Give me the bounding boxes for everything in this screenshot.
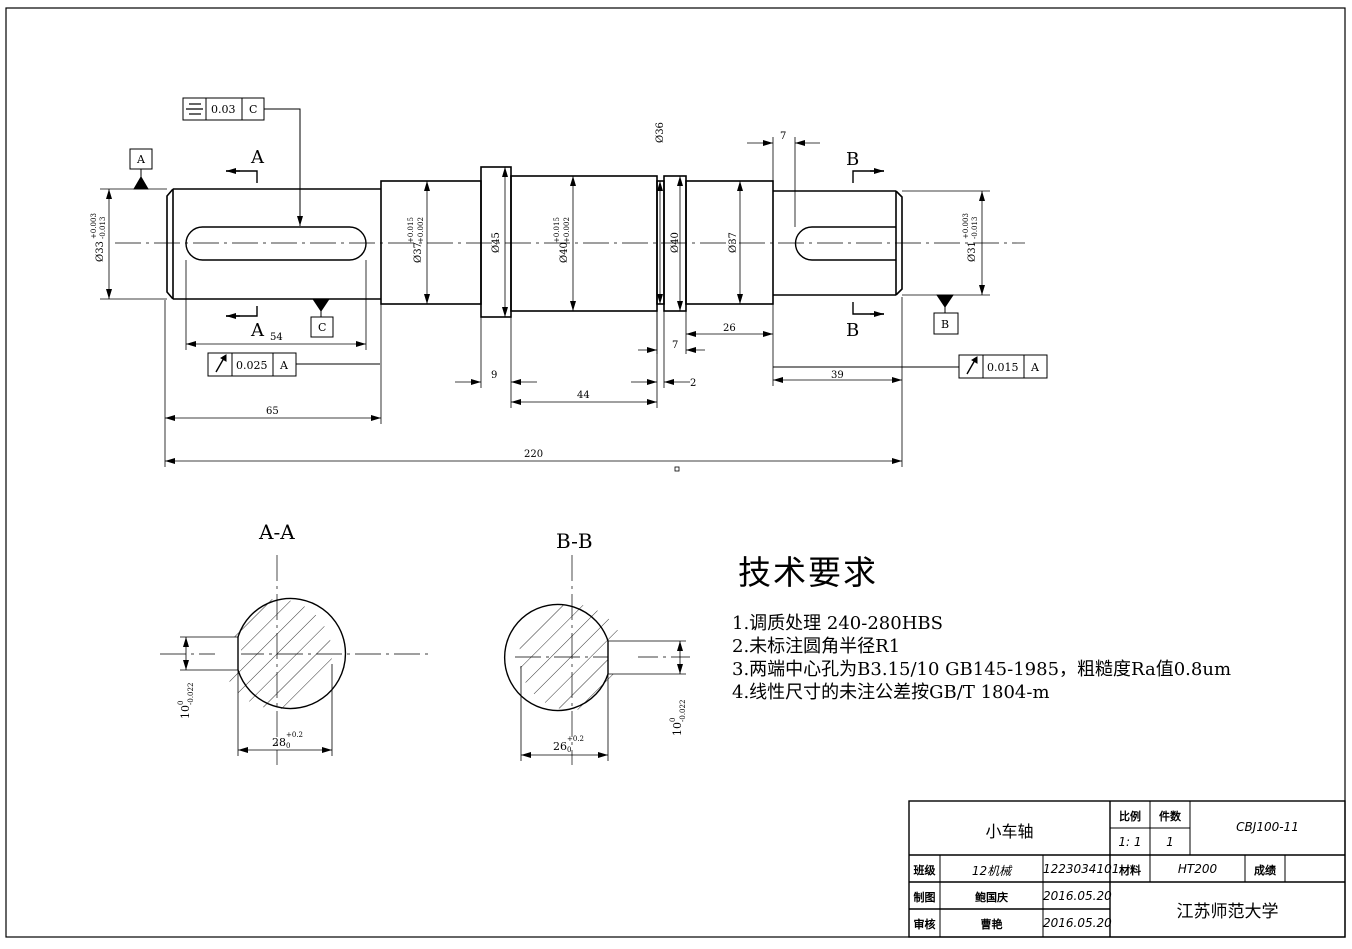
sym-value: 0.03 — [211, 103, 236, 116]
bb-depth-lo: 0 — [567, 746, 571, 754]
len-26: 26 — [723, 323, 736, 334]
len-7a: 7 — [672, 340, 678, 351]
tech-item-4: 4.线性尺寸的未注公差按GB/T 1804-m — [732, 682, 1050, 703]
school-name: 江苏师范大学 — [1176, 902, 1279, 922]
bb-key-h-up: 0 — [669, 718, 677, 722]
datum-a-label: A — [136, 153, 146, 166]
dim-d37b: Ø37 — [728, 232, 739, 253]
drawn-label: 制图 — [913, 891, 936, 904]
dim-d37-tol-lo: +0.002 — [417, 217, 425, 243]
section-bb — [503, 555, 690, 765]
aa-key-h: 10 — [179, 705, 192, 719]
section-b-label-top: B — [846, 149, 859, 170]
sheet-border — [5, 7, 1346, 938]
dim-d33-tol-up: +0.003 — [90, 213, 98, 239]
aa-key-h-lo: -0.022 — [187, 683, 195, 705]
sym-ref: C — [249, 103, 257, 116]
len-7b: 7 — [780, 131, 786, 142]
length-dims — [164, 137, 903, 467]
aa-depth-lo: 0 — [286, 742, 290, 750]
section-marker-a — [226, 168, 258, 319]
len-220: 220 — [524, 449, 543, 460]
dim-d31-tol-up: +0.003 — [962, 213, 970, 239]
section-b-label-bottom: B — [846, 320, 859, 341]
len-2: 2 — [690, 378, 696, 389]
len-54: 54 — [270, 332, 283, 343]
tech-requirements-title: 技术要求 — [738, 553, 878, 592]
bb-key-h-lo: -0.022 — [679, 700, 687, 722]
dim-d40-tol-lo: +0.002 — [563, 217, 571, 243]
drawn-name: 鲍国庆 — [975, 891, 1008, 904]
dim-d45: Ø45 — [491, 232, 502, 253]
student-number: 1223034101 — [1043, 862, 1120, 876]
tech-item-1: 1.调质处理 240-280HBS — [732, 613, 943, 634]
dim-d31-tol-lo: -0.013 — [971, 217, 979, 239]
view-aa-title: A-A — [258, 520, 295, 544]
check-date: 2016.05.20 — [1043, 916, 1112, 930]
bb-depth-up: +0.2 — [567, 735, 584, 743]
tech-item-3: 3.两端中心孔为B3.15/10 GB145-1985，粗糙度Ra值0.8um — [732, 659, 1232, 680]
dim-d31: Ø31 — [967, 241, 978, 262]
dim-d33-tol-lo: -0.013 — [99, 217, 107, 239]
section-marker-b — [852, 168, 884, 317]
datum-b-label: B — [941, 318, 949, 331]
runout1-ref: A — [279, 359, 289, 372]
len-44: 44 — [577, 390, 590, 401]
symmetry-tolerance-frame — [182, 97, 303, 226]
runout-tolerance-frame-1 — [207, 352, 380, 377]
runout1-value: 0.025 — [236, 359, 268, 372]
len-39: 39 — [831, 370, 844, 381]
section-a-label-bottom: A — [250, 320, 265, 341]
grade-label: 成绩 — [1254, 864, 1276, 877]
material-label: 材料 — [1119, 864, 1141, 877]
keyway-left — [185, 226, 367, 261]
datum-c — [310, 298, 334, 338]
aa-depth-up: +0.2 — [286, 731, 303, 739]
check-name: 曹艳 — [980, 918, 1003, 931]
section-aa — [160, 555, 430, 765]
class-value: 12机械 — [971, 864, 1012, 878]
class-label: 班级 — [913, 864, 936, 877]
drawing-number: CBJ100-11 — [1236, 820, 1299, 834]
dim-d40: Ø40 — [559, 242, 570, 263]
bb-depth: 26 — [553, 740, 567, 753]
qty-value: 1 — [1166, 835, 1174, 849]
title-block-grid — [908, 800, 1346, 938]
dim-d37: Ø37 — [413, 242, 424, 263]
drawn-date: 2016.05.20 — [1043, 889, 1112, 903]
part-name: 小车轴 — [985, 822, 1034, 841]
diameter-dims — [100, 167, 990, 317]
datum-c-label: C — [318, 321, 326, 334]
dim-d40-tol-up: +0.015 — [553, 217, 561, 243]
scale-label: 比例 — [1119, 810, 1141, 823]
qty-label: 件数 — [1159, 810, 1181, 823]
len-9: 9 — [491, 370, 497, 381]
tech-item-2: 2.未标注圆角半径R1 — [732, 636, 901, 657]
len-65: 65 — [266, 406, 279, 417]
runout2-value: 0.015 — [987, 361, 1019, 374]
keyway-right — [794, 226, 896, 261]
dim-d36: Ø36 — [655, 122, 666, 143]
bb-key-h: 10 — [671, 722, 684, 736]
dim-d40b: Ø40 — [670, 232, 681, 253]
dim-d33: Ø33 — [95, 241, 106, 262]
runout2-ref: A — [1030, 361, 1040, 374]
runout-tolerance-frame-2 — [773, 354, 1048, 379]
check-label: 审核 — [913, 918, 936, 931]
material-value: HT200 — [1177, 862, 1218, 876]
dim-d37-tol-up: +0.015 — [407, 217, 415, 243]
view-bb-title: B-B — [556, 529, 593, 553]
aa-key-h-up: 0 — [177, 701, 185, 705]
shaft-outline — [166, 166, 903, 318]
scale-value: 1: 1 — [1118, 835, 1142, 849]
section-a-label-top: A — [250, 147, 265, 168]
aa-depth: 28 — [272, 736, 286, 749]
